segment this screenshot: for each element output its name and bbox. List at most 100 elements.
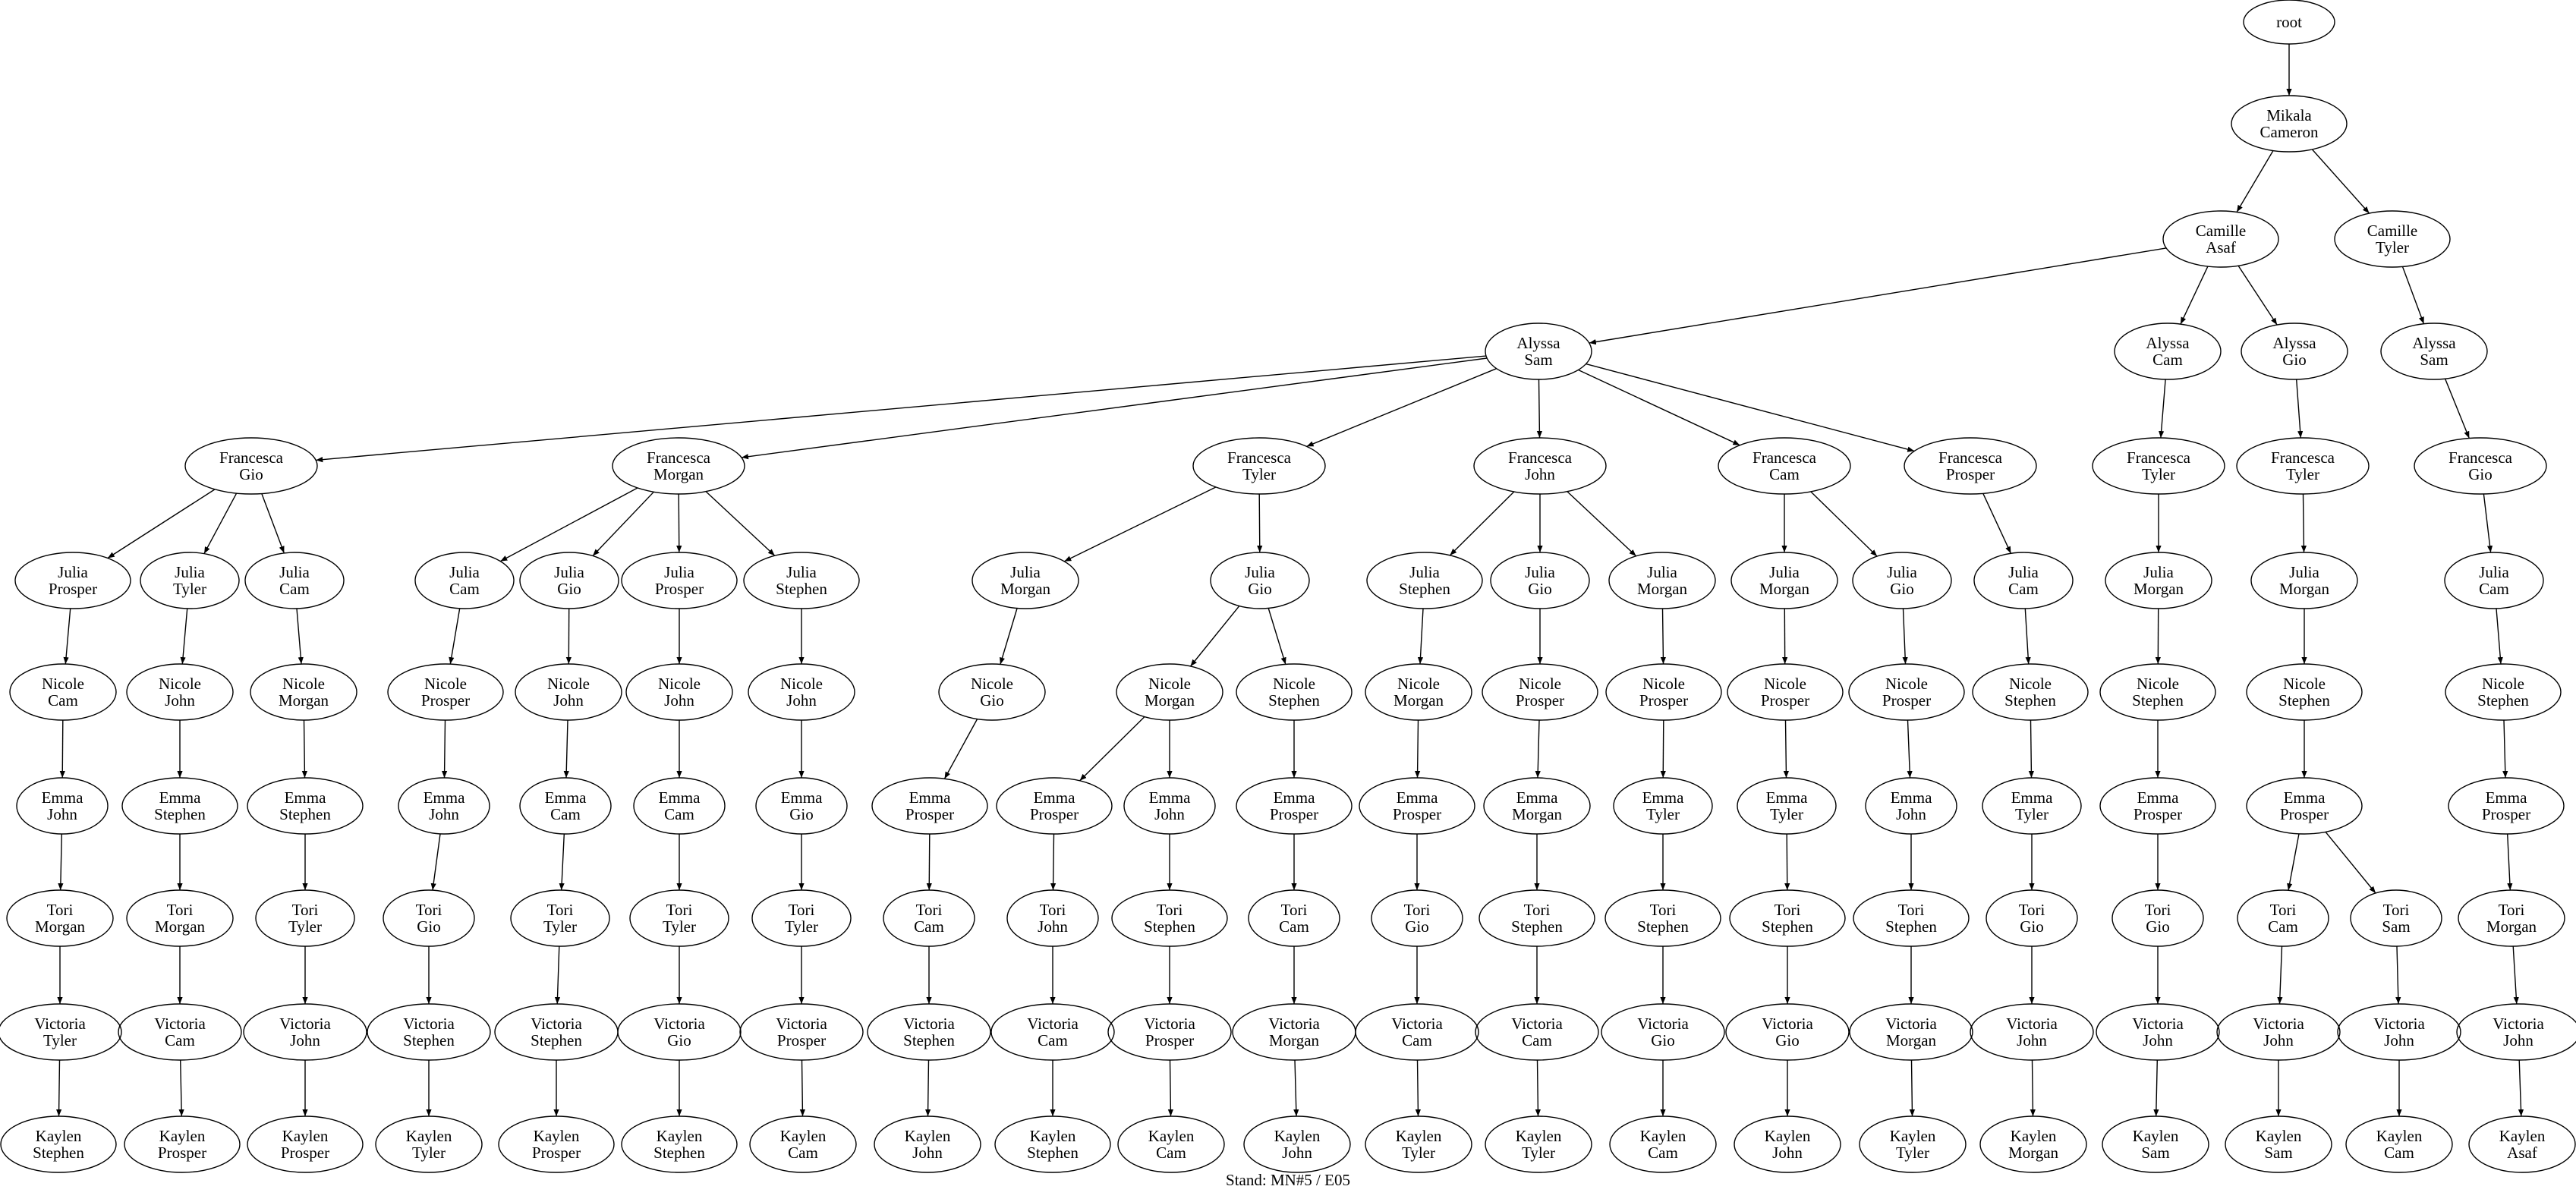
node-second-name: Prosper: [1393, 805, 1441, 823]
edge-arrow: [1170, 1060, 1171, 1116]
node-second-name: Gio: [667, 1031, 691, 1049]
node-first-name: Tori: [2499, 901, 2525, 919]
node-first-name: Emma: [159, 788, 201, 807]
edge-arrow: [1259, 494, 1260, 552]
node-first-name: Francesca: [1227, 448, 1292, 467]
edge-arrow: [304, 720, 305, 778]
edge-arrow: [1450, 492, 1513, 555]
node-first-name: Victoria: [279, 1015, 331, 1033]
node-second-name: Cam: [2384, 1144, 2414, 1162]
edge-arrow: [1418, 720, 1419, 778]
node-second-name: Tyler: [1896, 1144, 1929, 1162]
edge-arrow: [929, 834, 930, 890]
edge-arrow: [557, 946, 559, 1004]
edge-arrow: [1538, 720, 1539, 778]
node-second-name: Cam: [165, 1031, 195, 1049]
node-second-name: Gio: [2468, 465, 2493, 483]
node-second-name: Sam: [2264, 1144, 2292, 1162]
node-first-name: Alyssa: [1516, 334, 1560, 352]
node-second-name: Tyler: [173, 580, 206, 598]
node-first-name: Nicole: [2283, 675, 2326, 693]
node-second-name: Morgan: [2486, 917, 2537, 936]
node-second-name: Morgan: [1886, 1031, 1937, 1049]
node-second-name: John: [1896, 805, 1926, 823]
node-first-name: Victoria: [1511, 1015, 1563, 1033]
node-first-name: Emma: [659, 788, 701, 807]
node-first-name: Tori: [1775, 901, 1801, 919]
node-first-name: Julia: [1010, 563, 1041, 581]
node-first-name: Kaylen: [2133, 1127, 2179, 1145]
node-second-name: Cam: [788, 1144, 818, 1162]
node-first-name: Emma: [1766, 788, 1808, 807]
node-second-name: Prosper: [421, 691, 470, 710]
edge-arrow: [61, 834, 62, 890]
node-first-name: Nicole: [1148, 675, 1191, 693]
node-second-name: Tyler: [2376, 238, 2409, 256]
node-first-name: Tori: [1281, 901, 1308, 919]
edge-arrow: [1053, 834, 1054, 890]
edge-arrow: [2312, 149, 2369, 213]
node-first-name: Emma: [285, 788, 326, 807]
node-first-name: Emma: [42, 788, 83, 807]
node-second-name: Morgan: [1000, 580, 1051, 598]
edge-arrow: [1080, 717, 1145, 781]
node-second-name: Cam: [449, 580, 480, 598]
node-first-name: Francesca: [1752, 448, 1817, 467]
node-first-name: Emma: [424, 788, 465, 807]
node-second-name: Gio: [1405, 917, 1429, 936]
node-first-name: Emma: [2284, 788, 2326, 807]
node-first-name: Julia: [175, 563, 205, 581]
node-second-name: John: [429, 805, 459, 823]
node-second-name: Tyler: [543, 917, 577, 936]
node-second-name: Cam: [2152, 351, 2183, 369]
edge-arrow: [945, 719, 978, 779]
edge-arrow: [2025, 609, 2028, 664]
node-second-name: Tyler: [785, 917, 818, 936]
node-first-name: Julia: [1245, 563, 1275, 581]
node-second-name: Prosper: [1270, 805, 1318, 823]
node-second-name: Tyler: [1770, 805, 1803, 823]
node-first-name: Julia: [664, 563, 694, 581]
node-second-name: Tyler: [288, 917, 322, 936]
node-first-name: Nicole: [1642, 675, 1685, 693]
node-second-name: Stephen: [154, 805, 206, 823]
node-first-name: root: [2276, 13, 2302, 31]
node-second-name: John: [553, 691, 584, 710]
node-second-name: Prosper: [2134, 805, 2182, 823]
node-first-name: Tori: [47, 901, 74, 919]
